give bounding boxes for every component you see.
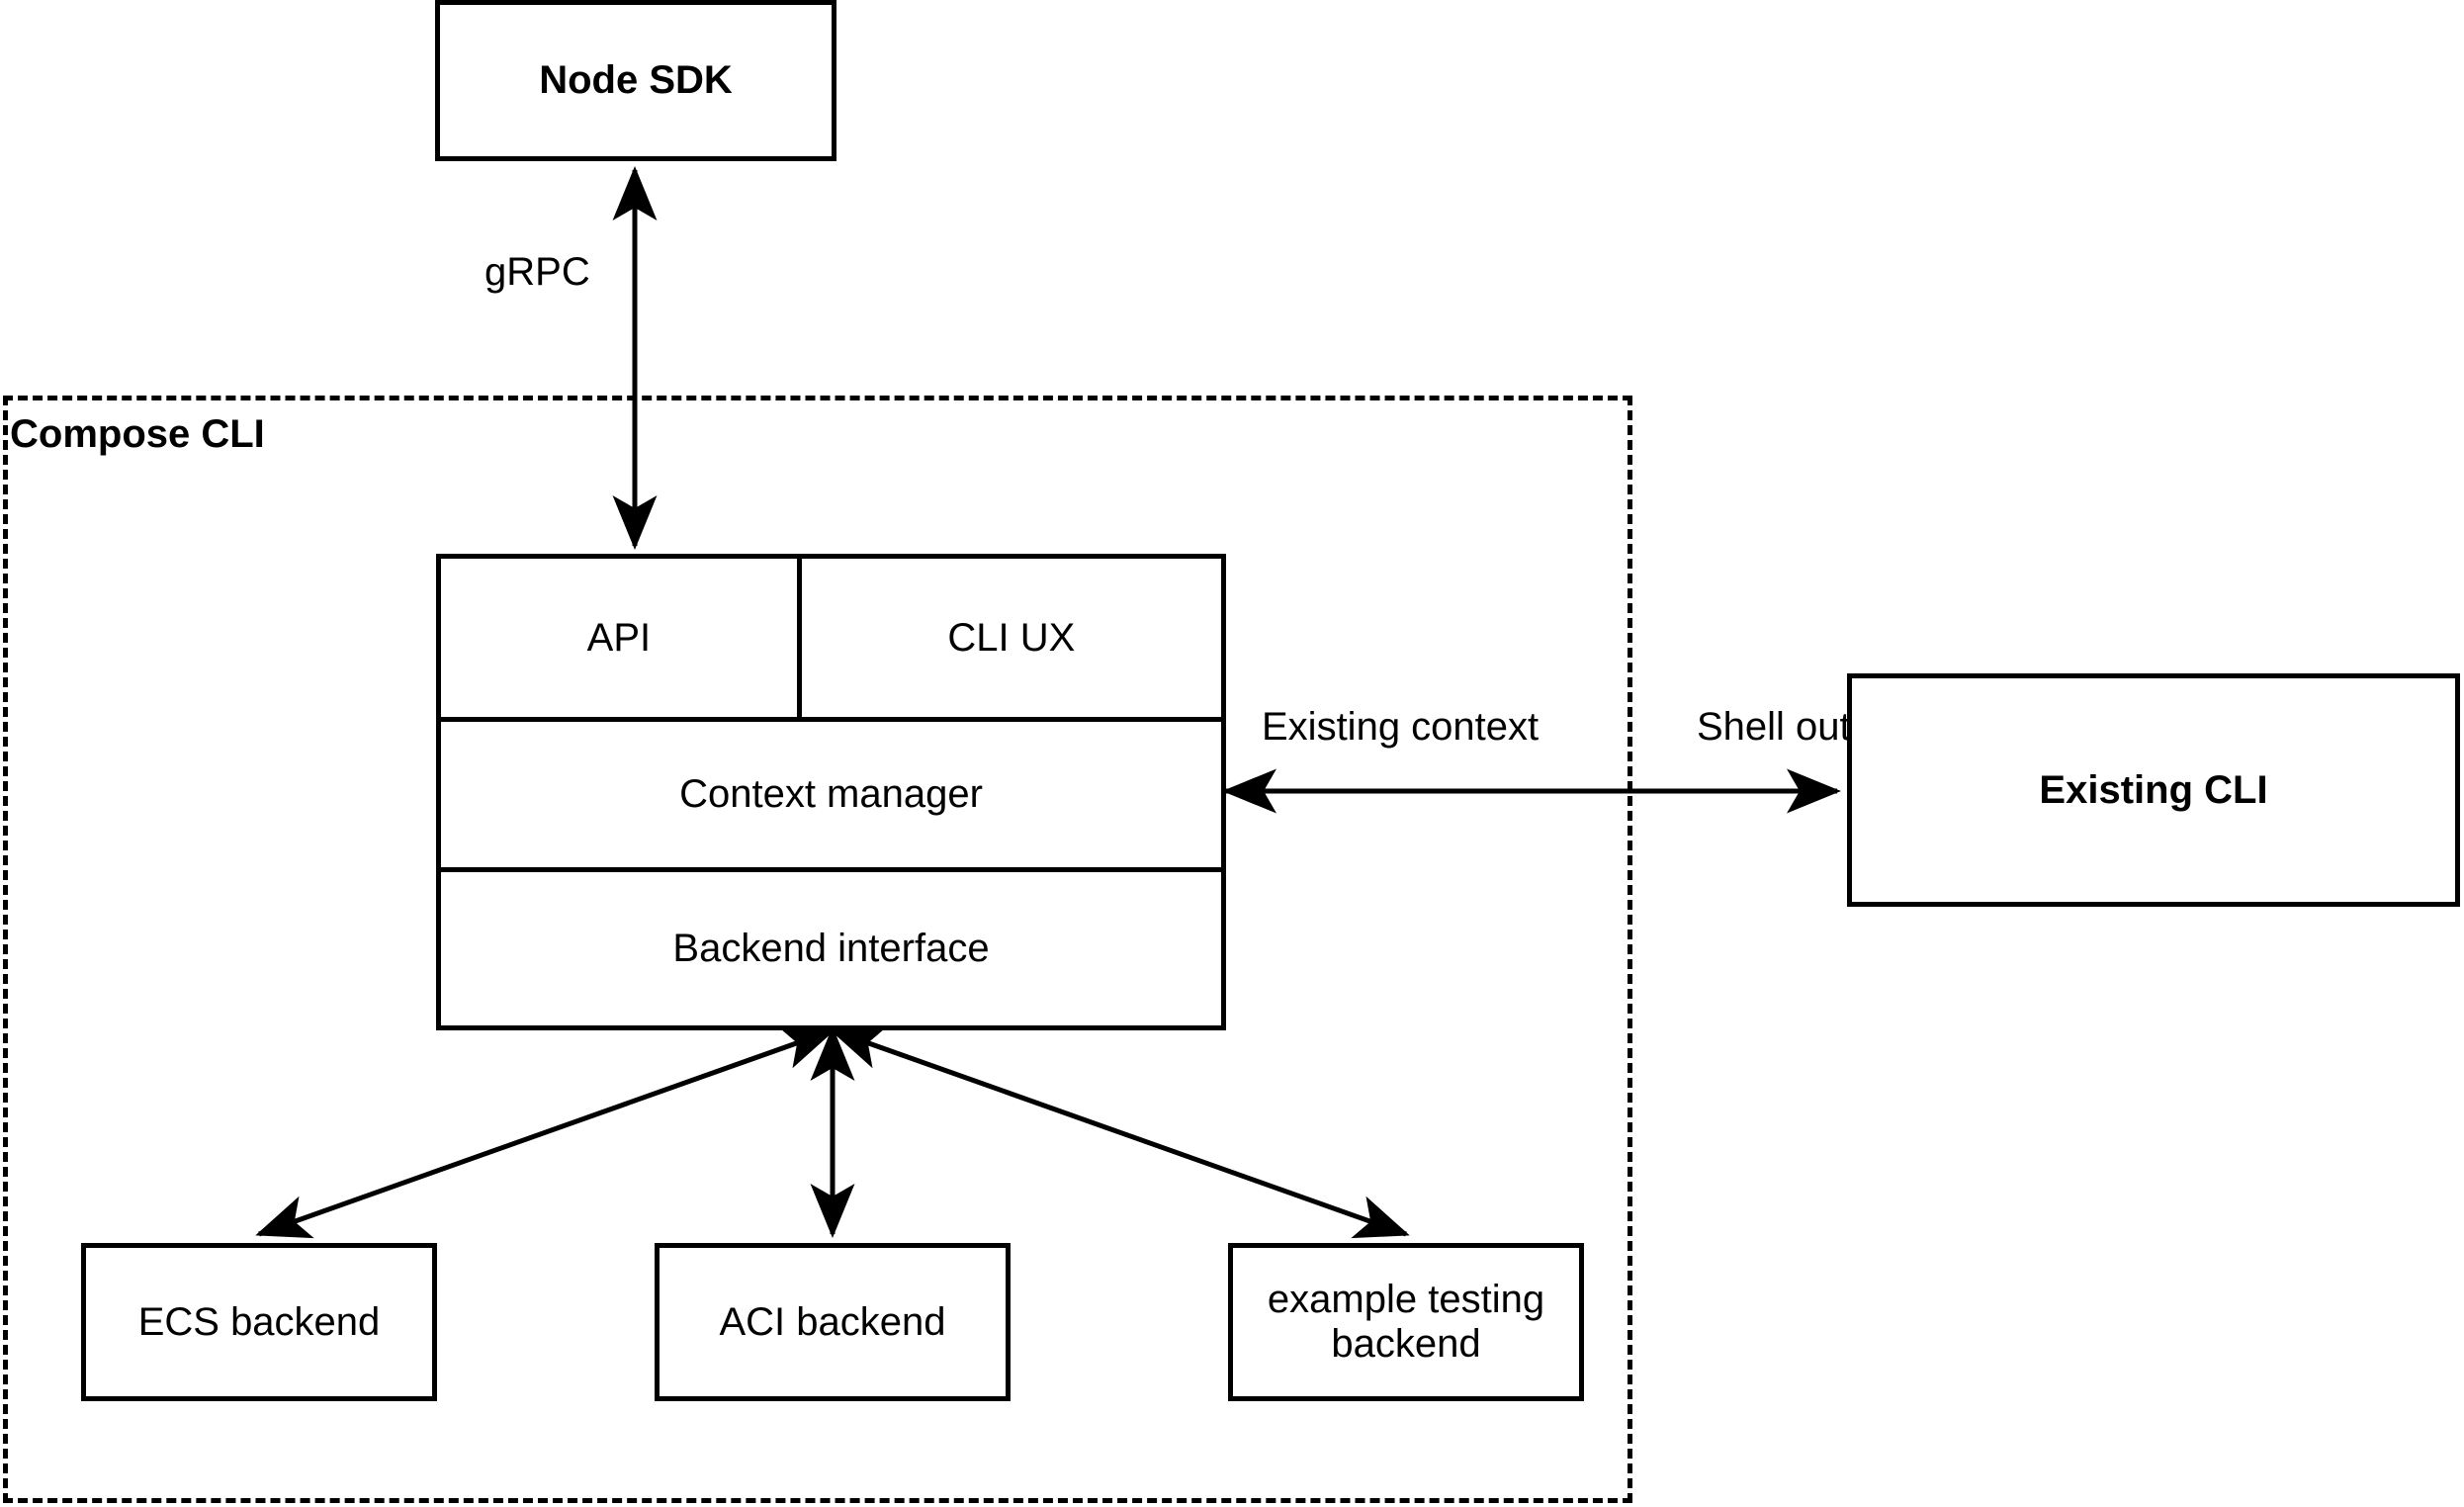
cell-backend-interface-label: Backend interface	[672, 926, 990, 970]
cell-context-manager-label: Context manager	[679, 771, 983, 816]
node-example-testing-backend-label-line2: backend	[1331, 1322, 1481, 1366]
node-aci-backend[interactable]: ACI backend	[655, 1243, 1011, 1401]
cell-api-label: API	[586, 615, 652, 660]
node-example-testing-backend-label-line1: example testing	[1267, 1278, 1545, 1322]
stack-row-context-manager: Context manager	[441, 717, 1221, 867]
edge-label-shell-out: Shell out	[1697, 705, 1851, 749]
node-existing-cli-label: Existing CLI	[2039, 767, 2268, 812]
group-compose-cli-label: Compose CLI	[10, 412, 265, 456]
stack-row-api-cliux: API CLI UX	[441, 559, 1222, 718]
node-compose-cli-stack: API CLI UX Context manager Backend inter…	[436, 554, 1226, 1030]
cell-backend-interface[interactable]: Backend interface	[441, 871, 1221, 1025]
node-example-testing-backend[interactable]: example testing backend	[1228, 1243, 1584, 1401]
edge-label-grpc: gRPC	[484, 250, 590, 294]
node-ecs-backend[interactable]: ECS backend	[81, 1243, 437, 1401]
node-existing-cli[interactable]: Existing CLI	[1847, 673, 2460, 907]
group-compose-cli	[3, 396, 1632, 1503]
node-ecs-backend-label: ECS backend	[137, 1299, 381, 1344]
node-node-sdk[interactable]: Node SDK	[435, 0, 836, 161]
cell-cli-ux[interactable]: CLI UX	[796, 559, 1222, 718]
node-aci-backend-label: ACI backend	[719, 1299, 946, 1344]
cell-api[interactable]: API	[441, 559, 797, 718]
cell-context-manager[interactable]: Context manager	[441, 722, 1221, 867]
stack-row-backend-interface: Backend interface	[441, 866, 1221, 1025]
edge-label-existing-context: Existing context	[1262, 705, 1540, 749]
node-node-sdk-label: Node SDK	[539, 58, 733, 103]
cell-cli-ux-label: CLI UX	[947, 615, 1076, 660]
